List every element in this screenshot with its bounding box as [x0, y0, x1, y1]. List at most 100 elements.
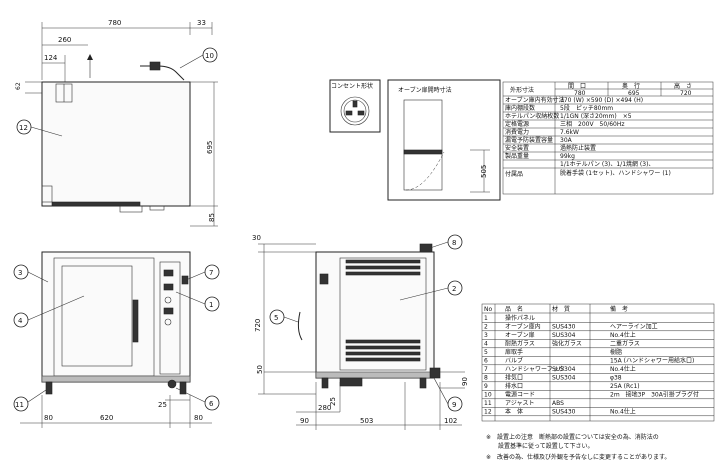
dim-505: 505 — [480, 165, 488, 178]
spec-row-label: 定格電源 — [505, 120, 529, 128]
parts-cell: オーブン庫内 — [505, 323, 541, 331]
parts-header-cell: 品 名 — [505, 305, 523, 313]
dim-260: 260 — [58, 36, 71, 44]
parts-cell: 1 — [484, 315, 488, 322]
dim-720: 720 — [254, 319, 262, 332]
spec-header-depth: 奥 行 — [622, 82, 640, 90]
parts-cell: 扉取手 — [505, 348, 523, 356]
spec-row-value: 7.6kW — [560, 129, 579, 136]
spec-row-value: 1/1GN (深さ20mm) ×5 — [560, 112, 632, 120]
oven-door-label: オーブン扉開時寸法 — [398, 86, 452, 94]
dim-90b: 90 — [461, 377, 469, 386]
callout-6 — [204, 395, 220, 411]
oven-door-open-diagram: オーブン扉開時寸法 505 — [387, 79, 501, 201]
note-2: 設置基準に従って設置して下さい。 — [486, 442, 594, 450]
callout-12 — [16, 119, 32, 135]
parts-cell: 排気口 — [505, 374, 523, 382]
front-view: 80 620 80 25 3 4 7 1 11 6 — [13, 251, 220, 428]
dim-62: 62 — [15, 82, 22, 90]
parts-cell: 3 — [484, 332, 488, 339]
callout-9 — [447, 396, 463, 412]
parts-cell: 5 — [484, 349, 488, 356]
callout-6-label: 6 — [209, 400, 214, 408]
parts-cell: No.4仕上 — [610, 331, 636, 339]
callout-8 — [447, 234, 463, 250]
callout-11-label: 11 — [15, 401, 24, 409]
parts-cell: 電源コード — [505, 391, 535, 399]
dim-695: 695 — [206, 141, 214, 154]
callout-4-label: 4 — [18, 317, 23, 325]
callout-1 — [204, 296, 220, 312]
parts-cell: 7 — [484, 366, 488, 373]
parts-cell: 25A (Rc1) — [610, 383, 640, 390]
spec-row-value-2: 脱着手袋 (1セット)、ハンドシャワー (1) — [560, 169, 671, 177]
parts-cell: 12 — [484, 409, 492, 416]
spec-row-label: 安全装置 — [505, 144, 529, 152]
parts-cell: 2m 接地3P 30A引掛プラグ付 — [610, 391, 699, 399]
callout-5 — [269, 309, 285, 325]
spec-row-value: 99kg — [560, 153, 575, 160]
spec-row-label: 漏電予防装置容量 — [505, 136, 553, 144]
note-1: ※ 設置上の注意 断熱部の設置については安全の為、消防法の — [486, 433, 659, 441]
parts-cell: 排水口 — [505, 382, 523, 390]
spec-row-label: ホテルパン収納枚数 — [505, 112, 559, 120]
spec-row-value: 370 (W) ×590 (D) ×494 (H) — [560, 97, 643, 104]
parts-cell: アジャスト — [505, 400, 534, 407]
callout-3 — [13, 264, 29, 280]
parts-cell: No.4仕上 — [610, 408, 636, 416]
dim-102: 102 — [444, 417, 457, 425]
callout-2-label: 2 — [452, 285, 456, 293]
door-glass — [61, 265, 133, 367]
parts-cell: 4 — [484, 341, 488, 348]
spec-row-value: 5段 ピッチ80mm — [560, 104, 613, 112]
dim-503: 503 — [360, 417, 373, 425]
callout-9-label: 9 — [452, 401, 456, 409]
parts-cell: SUS430 — [552, 324, 576, 331]
parts-cell: 15A (ハンドシャワー用給水口) — [610, 357, 694, 365]
dim-25-front: 25 — [158, 401, 167, 409]
spec-table: 外形寸法 間 口 奥 行 高 さ 780 695 720 オーブン庫内有効寸法3… — [502, 81, 714, 195]
parts-cell: No.4仕上 — [610, 365, 636, 373]
parts-cell: 11 — [484, 400, 492, 407]
parts-cell: 耐熱ガラス — [505, 340, 535, 348]
outlet-shape: コンセント形状 — [329, 79, 381, 133]
spec-header-width: 間 口 — [568, 83, 586, 90]
parts-cell: 8 — [484, 375, 488, 382]
parts-cell: SUS304 — [552, 332, 576, 339]
spec-row-value: 1/1ホテルパン (3)、1/1焼網 (3)、 — [560, 160, 654, 168]
spec-row-value: 三相 200V 50/60Hz — [560, 120, 625, 128]
spec-row-value: 30A — [560, 137, 573, 144]
spec-row-value: 過熱防止装置 — [560, 144, 596, 152]
callout-10 — [202, 47, 218, 63]
parts-cell: 10 — [484, 392, 492, 399]
dim-280: 280 — [318, 404, 331, 412]
callout-12-label: 12 — [19, 124, 28, 132]
parts-cell: 本 体 — [505, 408, 523, 416]
parts-cell: SUS304 — [552, 375, 576, 382]
parts-cell: 2 — [484, 324, 488, 331]
spec-size-height: 720 — [680, 90, 692, 97]
dim-50: 50 — [256, 365, 264, 374]
parts-cell: 6 — [484, 358, 488, 365]
callout-4 — [13, 312, 29, 328]
dim-620: 620 — [100, 414, 113, 422]
dim-33: 33 — [197, 19, 206, 27]
notes: ※ 設置上の注意 断熱部の設置については安全の為、消防法の 設置基準に従って設置… — [486, 433, 670, 461]
callout-3-label: 3 — [18, 269, 22, 277]
spec-header-size: 外形寸法 — [510, 86, 534, 94]
parts-cell: 9 — [484, 383, 488, 390]
dim-80-right: 80 — [194, 414, 203, 422]
dim-30-side: 30 — [252, 234, 261, 242]
dim-90-side: 90 — [300, 417, 309, 425]
parts-cell: 強化ガラス — [552, 340, 582, 348]
note-3: ※ 改善の為、仕様及び外観を予告なしに変更することがあります。 — [486, 453, 670, 461]
parts-cell: φ38 — [610, 375, 622, 382]
parts-cell: ヘアーライン加工 — [610, 323, 658, 331]
top-view-body — [41, 81, 191, 207]
callout-5-label: 5 — [274, 314, 278, 322]
parts-cell: 樹脂 — [610, 348, 622, 356]
parts-cell: 操作パネル — [505, 314, 535, 322]
